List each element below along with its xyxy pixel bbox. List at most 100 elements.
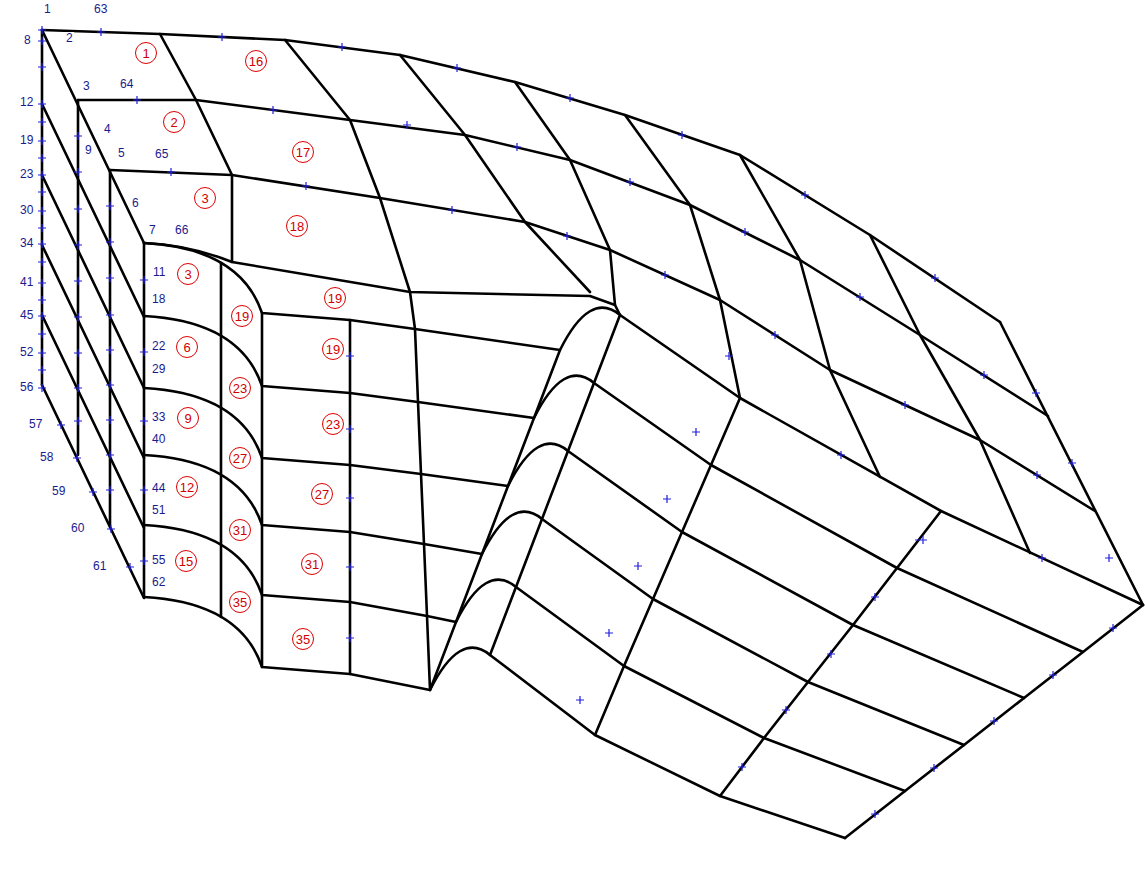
node-number: 11	[152, 266, 166, 279]
element-number: 23	[229, 377, 251, 399]
element-number-text: 3	[201, 192, 208, 205]
element-number: 19	[322, 338, 344, 360]
element-number-text: 27	[233, 452, 247, 465]
node-number: 2	[65, 32, 74, 45]
element-number-text: 3	[184, 268, 191, 281]
element-number-text: 16	[249, 55, 263, 68]
top-column	[515, 82, 615, 305]
element-number: 27	[229, 447, 251, 469]
node-number: 65	[154, 148, 169, 161]
node-number: 57	[28, 418, 43, 431]
element-number-text: 31	[305, 558, 319, 571]
element-number-text: 6	[183, 341, 190, 354]
element-number: 12	[176, 476, 198, 498]
node-number: 34	[19, 237, 34, 250]
node-number: 61	[92, 560, 107, 573]
node-number: 5	[117, 147, 126, 160]
element-number-text: 23	[233, 382, 247, 395]
top-column	[160, 34, 232, 262]
node-number: 12	[19, 96, 34, 109]
node-number: 40	[151, 433, 166, 446]
element-number: 31	[301, 553, 323, 575]
element-number: 31	[229, 519, 251, 541]
element-number: 19	[324, 287, 346, 309]
element-number: 35	[292, 628, 314, 650]
node-number: 33	[151, 411, 166, 424]
node-number: 6	[131, 197, 140, 210]
node-number: 23	[19, 168, 34, 181]
node-number: 1	[43, 3, 52, 16]
groove-edge	[490, 315, 620, 655]
node-number: 58	[39, 451, 54, 464]
node-number: 64	[119, 78, 134, 91]
element-number-text: 23	[326, 418, 340, 431]
node-crosses	[38, 26, 1117, 818]
top-column	[400, 55, 590, 292]
node-number: 51	[151, 504, 166, 517]
element-number: 2	[163, 111, 185, 133]
element-number-text: 9	[184, 412, 191, 425]
element-number: 6	[176, 336, 198, 358]
element-number-text: 17	[296, 146, 310, 159]
node-number: 56	[19, 381, 34, 394]
node-number: 55	[151, 554, 166, 567]
node-number: 9	[84, 144, 93, 157]
element-number: 3	[194, 187, 216, 209]
node-number: 22	[151, 340, 166, 353]
node-number: 59	[51, 485, 66, 498]
top-column	[285, 40, 410, 292]
side-column	[220, 263, 223, 617]
element-number-text: 35	[296, 633, 310, 646]
node-number: 7	[148, 224, 157, 237]
element-number-text: 19	[328, 292, 342, 305]
node-number: 63	[93, 3, 108, 16]
node-number: 30	[19, 204, 34, 217]
element-number: 17	[292, 141, 314, 163]
top-column	[625, 115, 740, 398]
element-number: 16	[245, 50, 267, 72]
element-number-text: 18	[290, 220, 304, 233]
element-number-text: 27	[315, 488, 329, 501]
front-verticals	[42, 30, 144, 597]
element-number: 35	[229, 591, 251, 613]
element-number-text: 19	[326, 343, 340, 356]
node-number: 19	[19, 134, 34, 147]
front-diagonals	[42, 30, 144, 598]
side-column	[261, 313, 264, 667]
node-number: 62	[151, 576, 166, 589]
element-number-text: 31	[233, 524, 247, 537]
side-column	[410, 292, 430, 690]
element-number-text: 2	[170, 116, 177, 129]
side-row	[144, 243, 1143, 605]
side-row	[144, 597, 845, 838]
element-number: 27	[311, 483, 333, 505]
side-row	[144, 455, 964, 745]
node-number: 8	[23, 34, 32, 47]
element-number: 1	[135, 42, 157, 64]
element-number-text: 12	[180, 481, 194, 494]
node-number: 44	[151, 482, 166, 495]
element-number: 3	[177, 263, 199, 285]
top-column	[870, 235, 1030, 553]
node-number: 52	[19, 346, 34, 359]
element-number: 15	[175, 550, 197, 572]
node-number: 29	[151, 363, 166, 376]
element-number-text: 1	[142, 47, 149, 60]
node-number: 4	[103, 123, 112, 136]
element-number: 9	[177, 407, 199, 429]
top-row	[78, 100, 1048, 416]
side-column	[595, 398, 740, 735]
mesh-lines	[42, 30, 1143, 838]
node-number: 18	[151, 293, 166, 306]
top-row	[110, 170, 1095, 511]
element-number-text: 19	[235, 310, 249, 323]
element-number-text: 35	[233, 596, 247, 609]
node-number: 66	[174, 224, 189, 237]
element-number: 18	[286, 215, 308, 237]
top-column	[740, 155, 880, 477]
element-number-text: 15	[179, 555, 193, 568]
node-number: 41	[19, 276, 34, 289]
node-number: 60	[70, 522, 85, 535]
element-number: 19	[231, 305, 253, 327]
